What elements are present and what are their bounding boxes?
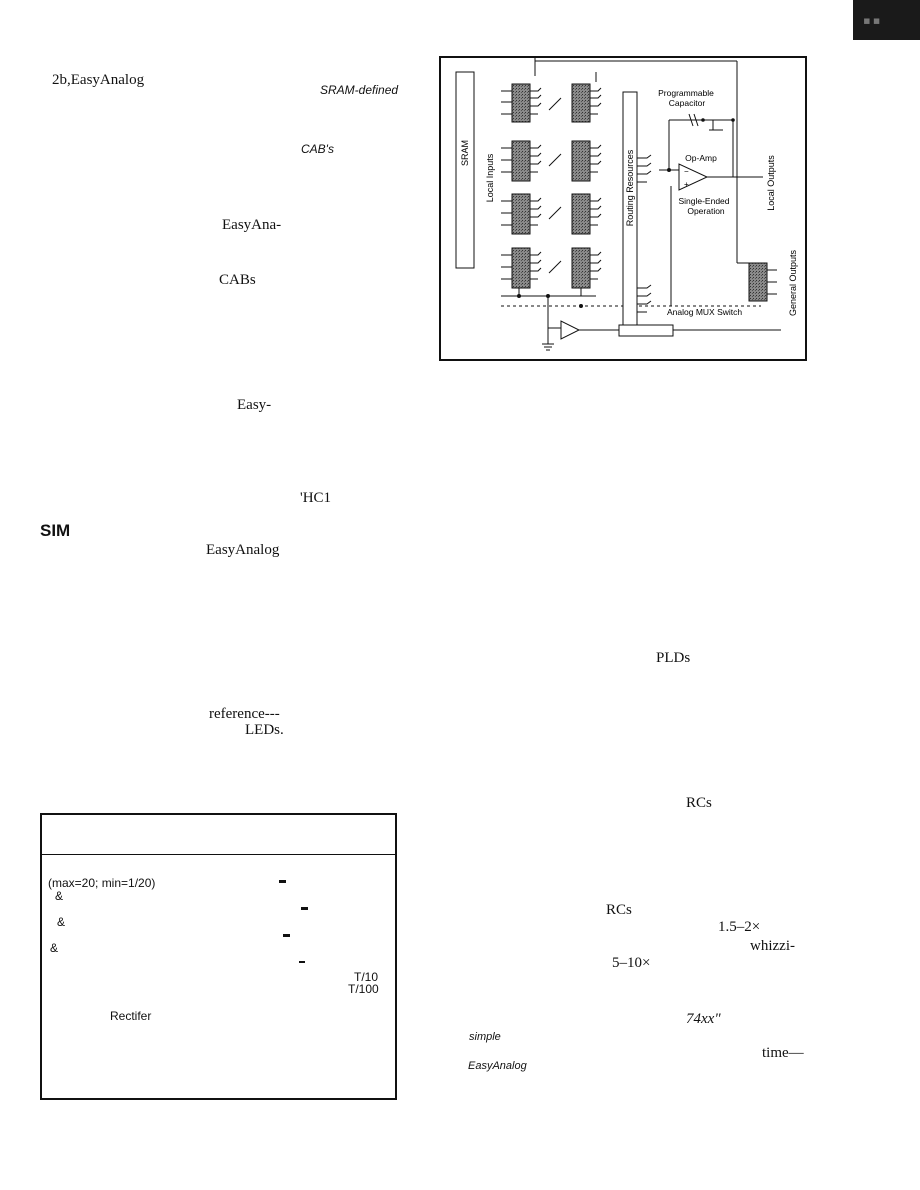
cab-row-2 [501,140,602,182]
text-fragment-hc1: 'HC1 [300,490,332,506]
programmable-label: Programmable [658,88,714,98]
text-fragment-easyanalog-1: 2b,EasyAnalog [52,72,145,88]
text-fragment-easyanalog-2: EasyAnalog [206,542,280,558]
text-fragment-reference: reference--- [209,706,280,722]
section-heading-sim: SIM [40,521,71,540]
table-fragment-t-100: T/100 [348,982,379,996]
single-ended-label: Single-Ended [678,196,729,206]
table-fragment-ampersand-3: & [50,941,59,955]
text-fragment-whizzi: whizzi- [750,938,795,954]
text-fragment-cabs-2: CABs [219,272,256,288]
routing-resources-label: Routing Resources [625,149,635,226]
local-outputs-label: Local Outputs [766,155,776,211]
table-fragment-rectifer: Rectifer [110,1009,152,1023]
analog-mux-switch-label: Analog MUX Switch [667,307,742,317]
text-fragment-1-5-2x: 1.5–2× [718,919,761,935]
corner-tab-glyph: ▪▪ [863,8,883,33]
general-outputs-label: General Outputs [788,249,798,316]
table-fragment-t-10: T/10 [354,970,379,984]
sram-label: SRAM [460,140,470,166]
table-fragment-ampersand-2: & [57,915,66,929]
text-fragment-leds: LEDs. [245,722,284,738]
table-header-rule [42,854,395,855]
page-corner-tab: ▪▪ [853,0,920,40]
text-fragment-cabs-1: CAB's [301,142,334,156]
operation-label: Operation [687,206,725,216]
table-dash-3 [283,934,290,937]
text-fragment-easyanalog-3: EasyAnalog [468,1060,527,1072]
cab-row-1 [501,83,602,123]
sidebar-table-box: (max=20; min=1/20) & & & T/10 T/100 Rect… [40,813,397,1100]
svg-text:−: − [684,167,689,176]
cab-block-diagram: SRAM Local Inputs [439,56,807,361]
text-fragment-plds: PLDs [656,650,691,666]
table-dash-2 [301,907,308,910]
cab-row-3 [501,193,602,235]
text-fragment-easy: Easy- [237,397,272,413]
text-fragment-rcs-2: RCs [606,902,632,918]
text-fragment-rcs-1: RCs [686,795,712,811]
text-fragment-5-10x: 5–10× [612,955,651,971]
general-outputs-block [748,262,768,302]
text-fragment-easyana: EasyAna- [222,217,282,233]
text-fragment-time: time— [762,1045,804,1061]
table-fragment-max-min: (max=20; min=1/20) [48,876,156,890]
local-inputs-label: Local Inputs [485,153,495,202]
op-amp-symbol [678,163,709,191]
buffer-symbol [560,320,581,340]
text-fragment-74xx: 74xx" [686,1011,721,1027]
cab-row-4 [501,247,602,289]
table-fragment-ampersand-1: & [55,889,64,903]
op-amp-label: Op-Amp [685,153,717,163]
svg-text:+: + [684,180,689,189]
sram-block [455,71,475,269]
text-fragment-sram-defined: SRAM-defined [320,83,399,97]
table-dash-1 [279,880,286,883]
cab-diagram-svg: SRAM Local Inputs [455,58,798,351]
text-fragment-simple: simple [469,1031,501,1043]
capacitor-label: Capacitor [669,98,706,108]
table-dash-4 [299,961,305,963]
